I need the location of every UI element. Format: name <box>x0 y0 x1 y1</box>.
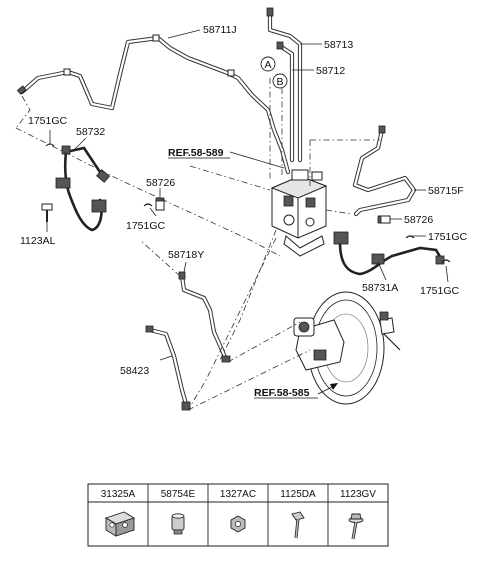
nut-icon <box>230 515 246 533</box>
brake-booster-assembly <box>293 291 401 405</box>
table-header-1327ac: 1327AC <box>220 489 256 500</box>
callout-58711j: 58711J <box>203 24 237 36</box>
ref-label-booster[interactable]: REF.58-585 <box>254 387 310 399</box>
abs-hydraulic-unit <box>270 169 328 257</box>
marker-b-label: B <box>276 76 283 88</box>
leader-lines <box>46 29 449 361</box>
table-header-1123gv: 1123GV <box>340 489 376 500</box>
brake-hose-58731a <box>333 231 445 276</box>
callout-1123al: 1123AL <box>20 235 56 247</box>
callout-58423: 58423 <box>120 365 149 377</box>
callout-58731a: 58731A <box>362 282 398 294</box>
table-header-58754e: 58754E <box>161 489 196 500</box>
clip-1751gc-left-bottom <box>143 203 153 207</box>
fitting-cap-icon <box>171 513 185 535</box>
table-header-31325a: 31325A <box>101 489 136 500</box>
callout-58732: 58732 <box>76 126 105 138</box>
brake-pipe-58718y <box>178 271 231 363</box>
callout-1751gc-1: 1751GC <box>28 115 68 127</box>
callout-1751gc-2: 1751GC <box>126 220 166 232</box>
parts-table: 31325A 58754E 1327AC 1125DA 1123GV <box>87 483 389 547</box>
brake-pipe-58713 <box>266 7 303 163</box>
brake-pipe-58423 <box>145 325 191 411</box>
clip-block-icon <box>104 511 136 537</box>
clip-1751gc-right-top <box>405 235 415 239</box>
brake-pipe-58711j <box>16 34 291 175</box>
clip-1751gc-left-top <box>45 143 55 147</box>
ref-booster-arrow-line <box>317 385 335 395</box>
callout-58712: 58712 <box>316 65 345 77</box>
callout-58726-2: 58726 <box>404 214 433 226</box>
ref-label-abs[interactable]: REF.58-589 <box>168 147 224 159</box>
flange-bolt-icon <box>348 513 364 540</box>
clip-1751gc-right-bottom <box>441 259 451 263</box>
ref-booster-arrowhead <box>330 383 338 390</box>
callout-58718y: 58718Y <box>168 249 204 261</box>
circle-marker-a: A <box>260 56 276 72</box>
callout-1751gc-3: 1751GC <box>428 231 468 243</box>
callout-58713: 58713 <box>324 39 353 51</box>
bolt-1123al <box>41 203 53 222</box>
circle-marker-b: B <box>272 73 288 89</box>
callout-1751gc-4: 1751GC <box>420 285 460 297</box>
ref-booster-link[interactable]: REF.58-585 <box>254 383 338 399</box>
bolt-icon <box>291 511 305 539</box>
reference-lines <box>15 78 380 411</box>
brake-hose-58732 <box>55 145 110 232</box>
table-header-1125da: 1125DA <box>280 489 316 500</box>
brake-pipe-58712 <box>276 41 295 163</box>
brake-pipe-58715f <box>352 125 417 217</box>
callout-58726-1: 58726 <box>146 177 175 189</box>
callout-58715f: 58715F <box>428 185 464 197</box>
fitting-58726-right <box>377 215 391 224</box>
marker-a-label: A <box>264 59 271 71</box>
